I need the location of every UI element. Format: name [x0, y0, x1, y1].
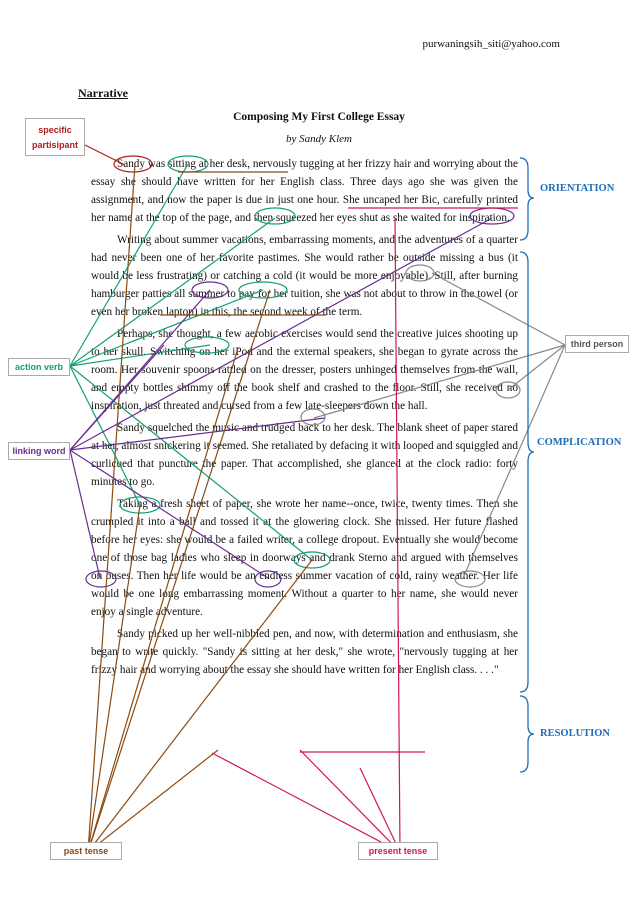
paragraph-4: Sandy squelched the music and trudged ba… [91, 422, 518, 488]
section-braces [519, 157, 535, 773]
tag-linking-word: linking word [8, 442, 70, 460]
section-resolution: RESOLUTION [540, 728, 611, 739]
paragraph-1: Sandy was sitting at her desk, nervously… [91, 158, 518, 224]
paragraph-6: Sandy picked up her well-nibbled pen, an… [91, 628, 518, 676]
tag-past-tense: past tense [50, 842, 122, 860]
paragraph-2: Writing about summer vacations, embarras… [91, 234, 518, 318]
essay-body: Sandy was sitting at her desk, nervously… [91, 155, 518, 683]
section-orientation: ORIENTATION [540, 183, 615, 194]
genre-heading: Narrative [78, 86, 128, 100]
paragraph-3: Perhaps, she thought, a few aerobic exer… [91, 328, 518, 412]
essay-title: Composing My First College Essay [233, 111, 405, 123]
tag-action-verb: action verb [8, 358, 70, 376]
section-complication: COMPLICATION [537, 437, 622, 448]
tag-third-person: third person [565, 335, 629, 353]
tag-specific-participant: specific partisipant [25, 118, 85, 156]
essay-byline: by Sandy Klem [286, 133, 352, 145]
author-email: purwaningsih_siti@yahoo.com [422, 38, 560, 50]
paragraph-5: Taking a fresh sheet of paper, she wrote… [91, 498, 518, 618]
tag-present-tense: present tense [358, 842, 438, 860]
